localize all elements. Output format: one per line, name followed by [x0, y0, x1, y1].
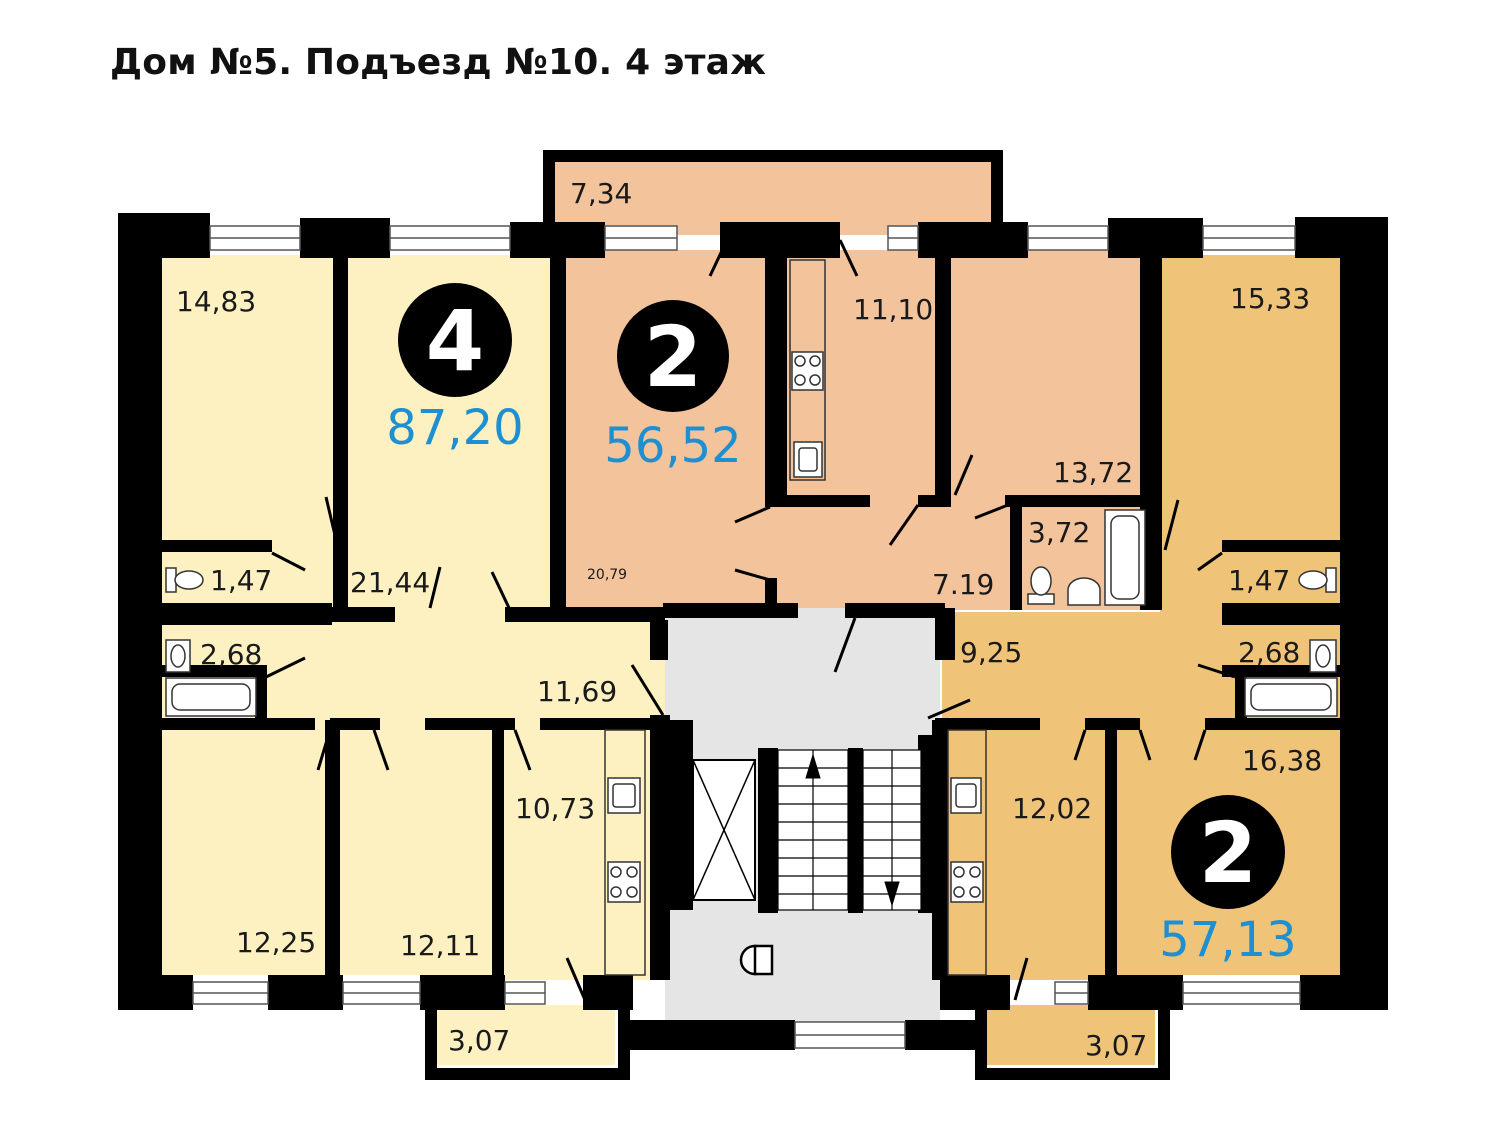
counter [789, 259, 826, 481]
washbasin-icon [1309, 639, 1337, 673]
room-area-label: 16,38 [1242, 744, 1322, 777]
room-area-label: 2,68 [200, 638, 262, 671]
room-area-label: 3,07 [448, 1024, 510, 1057]
fixtures [165, 259, 1338, 976]
apt4-hall-extension [555, 608, 665, 718]
room-area-label: 14,83 [176, 285, 256, 318]
toilet-icon [1298, 567, 1337, 593]
apt2-top-total-area: 56,52 [604, 418, 741, 474]
room-area-label: 9,25 [960, 636, 1022, 669]
washbasin-icon [165, 639, 191, 673]
toilet-icon [1027, 566, 1055, 605]
svg-text:2: 2 [644, 308, 702, 406]
apt2-right-kitchen-area [945, 720, 1165, 980]
svg-text:2: 2 [1199, 804, 1257, 902]
counter [947, 729, 987, 976]
toilet-icon [165, 567, 204, 593]
apt2-right-balcony-area [985, 1005, 1155, 1065]
room-labels: 14,83 1,47 2,68 21,44 11,69 12,25 12,11 … [176, 177, 1322, 1062]
room-area-label: 20,79 [587, 567, 627, 583]
room-area-label: 1,47 [1228, 564, 1290, 597]
room-area-label: 7.19 [932, 568, 994, 601]
walls [118, 150, 1388, 1080]
arrow-up-icon [805, 753, 821, 779]
room-area-label: 15,33 [1230, 282, 1310, 315]
room-area-label: 12,11 [400, 929, 480, 962]
windows [192, 225, 1301, 1049]
garbage-chute-icon [739, 944, 774, 976]
page-title: Дом №5. Подъезд №10. 4 этаж [110, 42, 767, 83]
arrow-down-icon [884, 881, 900, 907]
room-area-label: 3,07 [1085, 1029, 1147, 1062]
room-area-label: 1,47 [210, 564, 272, 597]
apt4-badge: 4 [398, 283, 512, 397]
room-area-label: 7,34 [570, 177, 632, 210]
door-swings [265, 239, 1236, 1001]
apt4-kitchen-area [500, 720, 650, 980]
room-area-label: 13,72 [1053, 456, 1133, 489]
apt2-right-badge: 2 [1171, 795, 1285, 909]
room-area-label: 21,44 [350, 566, 430, 599]
svg-text:4: 4 [426, 292, 484, 390]
apt2-right-total-area: 57,13 [1159, 912, 1296, 968]
apt2-right-hall-area [942, 612, 1182, 722]
room-area-label: 11,10 [853, 293, 933, 326]
counter [604, 729, 646, 976]
room-area-label: 3,72 [1028, 516, 1090, 549]
washbasin-icon [1067, 577, 1101, 606]
apartment-badges: 4 87,20 2 56,52 2 57,13 [386, 283, 1297, 968]
room-area-label: 12,02 [1012, 792, 1092, 825]
apt2-top-badge: 2 [617, 300, 729, 412]
apt4-total-area: 87,20 [386, 400, 523, 456]
room-area-label: 10,73 [515, 792, 595, 825]
room-area-label: 11,69 [537, 675, 617, 708]
stairwell [692, 749, 922, 976]
room-area-label: 12,25 [236, 926, 316, 959]
room-area-label: 2,68 [1238, 636, 1300, 669]
apt4-balcony-area [435, 1005, 615, 1065]
